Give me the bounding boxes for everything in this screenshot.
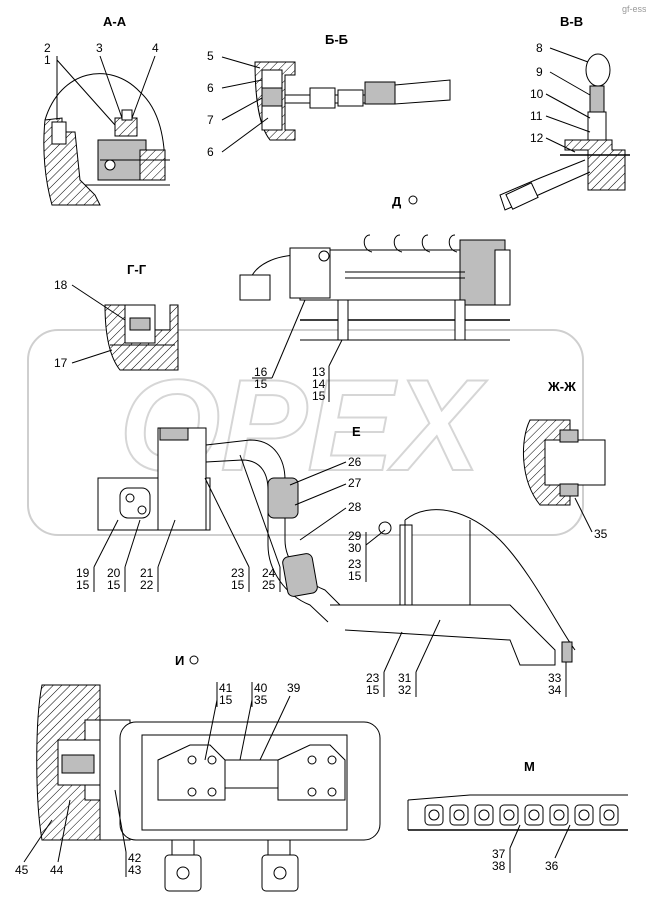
callout-d-13: 13 bbox=[312, 365, 326, 379]
section-gg-title: Г-Г bbox=[127, 262, 147, 277]
callout-i-42: 42 bbox=[128, 851, 142, 865]
callout-e-21: 21 bbox=[140, 566, 154, 580]
section-zh-title: Ж-Ж bbox=[547, 379, 576, 394]
callout-e-33: 33 bbox=[548, 671, 562, 685]
callout-gg-17: 17 bbox=[54, 356, 68, 370]
view-i-title: И bbox=[175, 653, 184, 668]
callout-d-15: 15 bbox=[254, 377, 268, 391]
callout-aa-1: 1 bbox=[44, 53, 51, 67]
callout-i-41: 41 bbox=[219, 681, 233, 695]
callout-e-19: 19 bbox=[76, 566, 90, 580]
section-aa: А-А 2 1 3 4 bbox=[43, 14, 170, 206]
callout-vv-12: 12 bbox=[530, 131, 544, 145]
callout-e-28: 28 bbox=[348, 500, 362, 514]
section-vv-title: В-В bbox=[560, 14, 583, 29]
view-d: Д 16 15 13 14 15 bbox=[239, 194, 511, 403]
callout-e-23c: 23 bbox=[366, 671, 380, 685]
callout-d-16: 16 bbox=[254, 365, 268, 379]
callout-aa-3: 3 bbox=[96, 41, 103, 55]
view-m-title: М bbox=[524, 759, 535, 774]
callout-e-34: 34 bbox=[548, 683, 562, 697]
callout-vv-9: 9 bbox=[536, 65, 543, 79]
section-gg: Г-Г 18 17 bbox=[54, 262, 179, 371]
callout-i-39: 39 bbox=[287, 681, 301, 695]
callout-bb-6a: 6 bbox=[207, 81, 214, 95]
callout-e-25: 25 bbox=[262, 578, 276, 592]
callout-m-36: 36 bbox=[545, 859, 559, 873]
callout-i-15: 15 bbox=[219, 693, 233, 707]
callout-e-20: 20 bbox=[107, 566, 121, 580]
section-aa-title: А-А bbox=[103, 14, 127, 29]
callout-e-29: 29 bbox=[348, 529, 362, 543]
section-bb: Б-Б 5 6 7 6 bbox=[207, 32, 451, 159]
callout-aa-2: 2 bbox=[44, 41, 51, 55]
callout-e-15a: 15 bbox=[76, 578, 90, 592]
callout-e-30: 30 bbox=[348, 541, 362, 555]
callout-e-26: 26 bbox=[348, 455, 362, 469]
callout-m-37: 37 bbox=[492, 847, 506, 861]
view-m: М 37 38 36 bbox=[407, 759, 628, 873]
view-i: И 41 15 40 35 39 45 44 bbox=[15, 653, 381, 892]
view-e-title: Е bbox=[352, 424, 361, 439]
callout-i-44: 44 bbox=[50, 863, 64, 877]
callout-e-31: 31 bbox=[398, 671, 412, 685]
section-zh: Ж-Ж 35 bbox=[522, 379, 608, 541]
view-d-title: Д bbox=[392, 194, 402, 209]
callout-e-24: 24 bbox=[262, 566, 276, 580]
section-bb-title: Б-Б bbox=[325, 32, 348, 47]
callout-zh-35: 35 bbox=[594, 527, 608, 541]
callout-e-23b: 23 bbox=[348, 557, 362, 571]
callout-e-23a: 23 bbox=[231, 566, 245, 580]
view-e: Е 19 15 20 15 21 22 23 15 24 25 bbox=[76, 424, 576, 697]
callout-e-27: 27 bbox=[348, 476, 362, 490]
callout-vv-10: 10 bbox=[530, 87, 544, 101]
callout-i-40: 40 bbox=[254, 681, 268, 695]
callout-gg-18: 18 bbox=[54, 278, 68, 292]
callout-i-45: 45 bbox=[15, 863, 29, 877]
callout-bb-6b: 6 bbox=[207, 145, 214, 159]
callout-d-14: 14 bbox=[312, 377, 326, 391]
callout-e-15e: 15 bbox=[366, 683, 380, 697]
callout-e-22: 22 bbox=[140, 578, 154, 592]
callout-bb-5: 5 bbox=[207, 49, 214, 63]
watermark-text: gf-ess bbox=[622, 4, 646, 14]
callout-e-15d: 15 bbox=[348, 569, 362, 583]
callout-d-15b: 15 bbox=[312, 389, 326, 403]
callout-vv-8: 8 bbox=[536, 41, 543, 55]
callout-m-38: 38 bbox=[492, 859, 506, 873]
callout-aa-4: 4 bbox=[152, 41, 159, 55]
callout-e-15c: 15 bbox=[231, 578, 245, 592]
callout-e-15b: 15 bbox=[107, 578, 121, 592]
callout-i-35: 35 bbox=[254, 693, 268, 707]
callout-bb-7: 7 bbox=[207, 113, 214, 127]
section-vv: В-В 8 9 10 11 12 bbox=[499, 14, 630, 211]
callout-i-43: 43 bbox=[128, 863, 142, 877]
callout-vv-11: 11 bbox=[530, 109, 543, 123]
callout-e-32: 32 bbox=[398, 683, 412, 697]
